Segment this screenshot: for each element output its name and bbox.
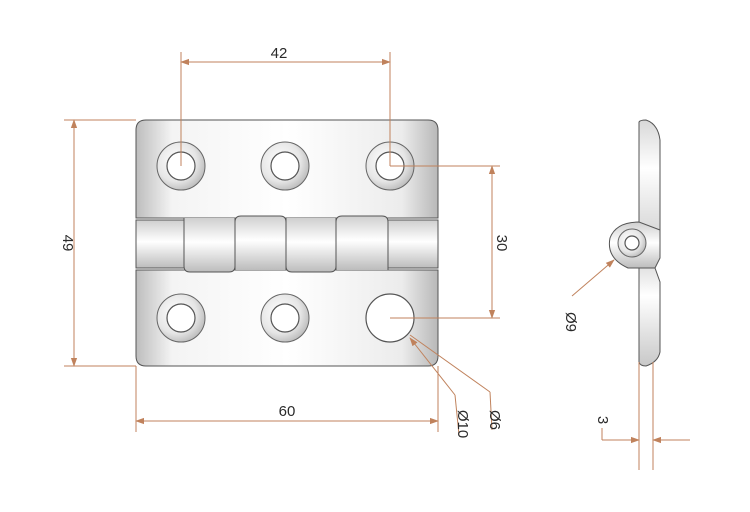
- knuckle-segment: [335, 215, 389, 270]
- countersunk-hole: [260, 141, 310, 191]
- knuckle-segment: [285, 218, 337, 273]
- dimension-label-width: 60: [279, 403, 296, 420]
- hinge-side-view: [608, 119, 661, 367]
- side-dimension-labels: Ø9 3: [562, 312, 611, 424]
- side-dimension-lines: [571, 259, 690, 470]
- side-pin-hole: [624, 235, 640, 251]
- dimension-label-height: 49: [59, 235, 76, 252]
- knuckle-strip: [135, 215, 439, 273]
- side-plate-lower: [638, 256, 661, 367]
- dimension-labels: 42 49 30 60 Ø10 Ø6: [59, 45, 510, 438]
- dimension-lines: [64, 52, 500, 436]
- dimension-label-small-hole: Ø6: [486, 410, 503, 430]
- dimension-label-knuckle: Ø9: [562, 312, 579, 332]
- dimension-label-hole-vertical-spacing: 30: [493, 235, 510, 252]
- dimension-label-large-hole: Ø10: [454, 410, 471, 438]
- countersunk-hole: [260, 293, 310, 343]
- knuckle-segment: [234, 215, 287, 270]
- knuckle-segment: [183, 218, 236, 273]
- dimension-label-hole-spacing: 42: [271, 45, 288, 62]
- dimension-label-thickness: 3: [594, 416, 611, 424]
- countersunk-hole: [156, 293, 206, 343]
